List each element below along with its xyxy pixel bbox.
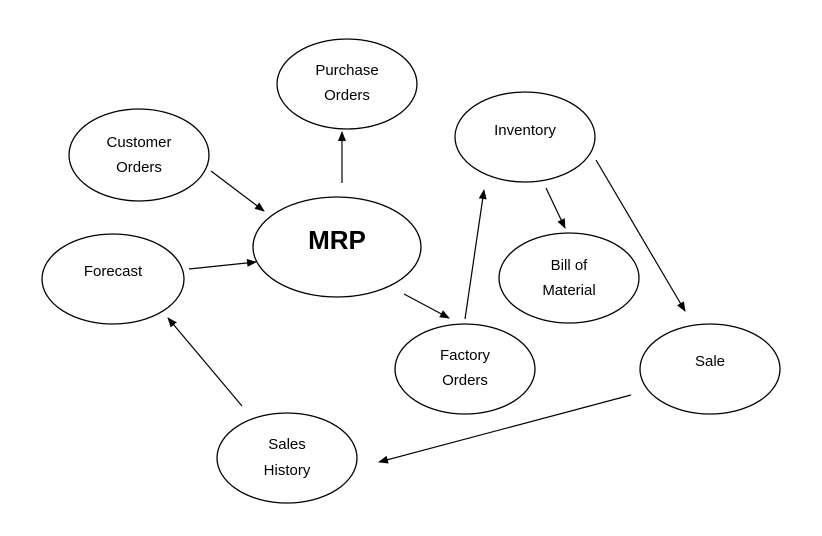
edge-sale-to-sales-history [378, 394, 632, 464]
node-sale-shape [639, 323, 781, 415]
node-factory-orders: Factory Orders [394, 323, 536, 415]
node-forecast: Forecast [41, 233, 185, 325]
edge-inventory-to-bill-of-material [545, 187, 566, 229]
node-mrp: MRP [252, 196, 422, 298]
edges [167, 131, 686, 464]
node-purchase-orders-label-line-1: Purchase [315, 62, 378, 79]
node-forecast-label: Forecast [84, 263, 143, 280]
node-purchase-orders-shape [276, 38, 418, 130]
node-purchase-orders-label-line-2: Orders [324, 87, 370, 104]
node-customer-orders-label-line-2: Orders [116, 159, 162, 176]
node-sales-history-label-line-1: Sales [268, 436, 306, 453]
node-bill-of-material: Bill of Material [498, 232, 640, 324]
node-bill-of-material-label-line-2: Material [542, 282, 595, 299]
node-inventory: Inventory [454, 91, 596, 183]
node-sale-label: Sale [695, 353, 725, 370]
node-factory-orders-label-line-1: Factory [440, 347, 491, 364]
node-mrp-shape [252, 196, 422, 298]
edge-customer-orders-to-mrp [210, 170, 265, 212]
node-inventory-label: Inventory [494, 122, 556, 139]
node-inventory-shape [454, 91, 596, 183]
node-sale: Sale [639, 323, 781, 415]
node-customer-orders: Customer Orders [68, 108, 210, 202]
node-factory-orders-label-line-2: Orders [442, 372, 488, 389]
node-sales-history-label-line-2: History [264, 462, 311, 479]
node-sales-history: Sales History [216, 412, 358, 504]
edge-sales-history-to-forecast [167, 317, 243, 407]
edge-inventory-to-sale [595, 159, 686, 312]
node-bill-of-material-label-line-1: Bill of [551, 257, 589, 274]
node-purchase-orders: Purchase Orders [276, 38, 418, 130]
node-mrp-label: MRP [308, 225, 366, 255]
node-factory-orders-shape [394, 323, 536, 415]
node-forecast-shape [41, 233, 185, 325]
node-customer-orders-label-line-1: Customer [106, 134, 171, 151]
edge-factory-orders-to-inventory [464, 189, 487, 320]
node-bill-of-material-shape [498, 232, 640, 324]
node-customer-orders-shape [68, 108, 210, 202]
node-sales-history-shape [216, 412, 358, 504]
edge-forecast-to-mrp [188, 258, 257, 270]
edge-mrp-to-factory-orders [403, 293, 450, 319]
